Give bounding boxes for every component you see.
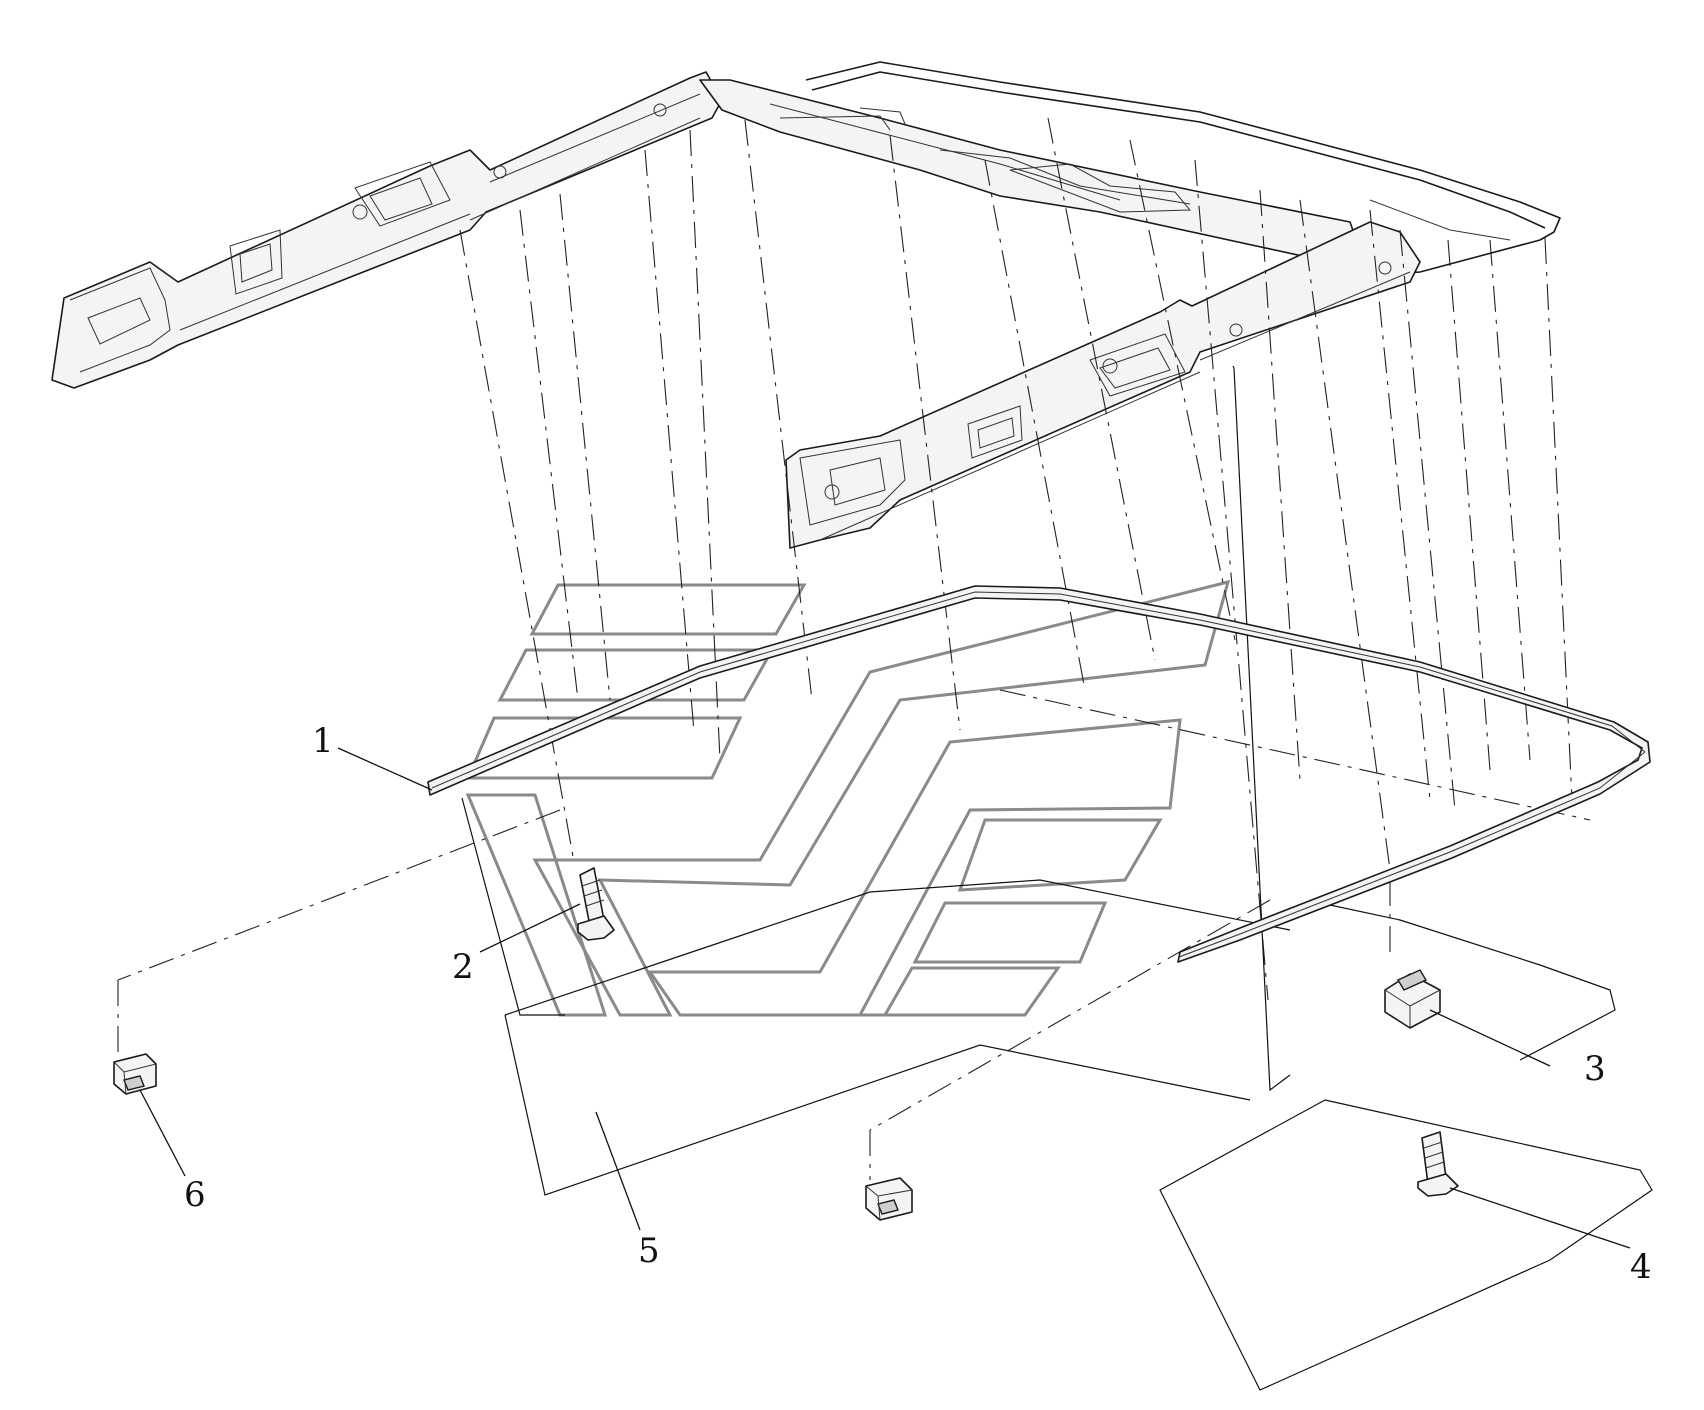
callout-6: 6	[184, 1175, 206, 1215]
watermark-logo	[465, 579, 1231, 1017]
callout-1: 1	[312, 721, 334, 761]
leader-lines	[139, 747, 1631, 1249]
callout-5: 5	[638, 1231, 660, 1271]
clip-nut-part-3	[1384, 969, 1441, 1029]
end-cap-second-instance	[865, 1177, 913, 1221]
callout-2: 2	[452, 947, 474, 987]
end-cap-part-6	[113, 1053, 157, 1095]
callout-4: 4	[1630, 1247, 1652, 1287]
screw-part-4	[1417, 1131, 1459, 1197]
ghost-panels	[461, 365, 1653, 1391]
seal-strip-part-1	[427, 585, 1651, 963]
callout-3: 3	[1584, 1049, 1606, 1089]
roof-trim-frame	[51, 61, 1561, 549]
push-rivet-part-2	[577, 867, 615, 941]
projection-lines	[117, 117, 1591, 1180]
callout-labels: 1 2 3 4 5 6	[184, 721, 1652, 1287]
